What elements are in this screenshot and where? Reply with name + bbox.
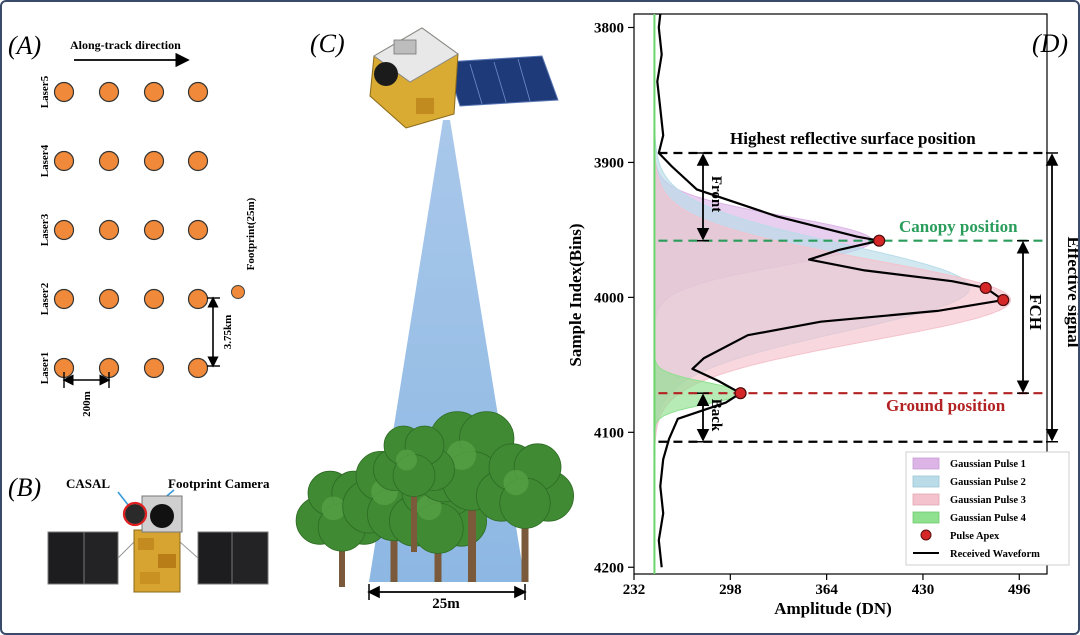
laser-footprint-dot (53, 219, 75, 241)
laser-footprint-dot (187, 81, 209, 103)
panel-c-label: (C) (310, 29, 345, 58)
legend-entry: Pulse Apex (950, 531, 1000, 542)
laser-footprint-grid (53, 81, 209, 379)
forest-canopy (295, 411, 575, 587)
laser-footprint-dot (98, 219, 120, 241)
panel-d-label: (D) (1032, 29, 1068, 58)
satellite-b-illustration (47, 495, 269, 593)
y-tick-label: 3900 (594, 155, 624, 171)
back-label: Back (708, 399, 724, 432)
effective-signal-label: Effective signal (1064, 237, 1078, 348)
satellite-c-illustration (369, 27, 559, 129)
y-tick-label: 4200 (594, 560, 624, 576)
legend-entry: Received Waveform (950, 549, 1040, 560)
laser-label: Laser1 (39, 352, 51, 384)
panel-a-label: (A) (8, 31, 41, 60)
laser-footprint-dot (53, 81, 75, 103)
footprint-width-label: 25m (432, 596, 460, 612)
laser-footprint-dot (187, 150, 209, 172)
front-label: Front (708, 176, 724, 212)
tree (475, 443, 575, 582)
legend-box (905, 451, 1070, 566)
shot-spacing-label: 200m (81, 391, 93, 417)
laser-labels: Laser1 Laser2 Laser3 Laser4 Laser5 (39, 75, 51, 384)
casal-label: CASAL (66, 476, 110, 491)
panel-b: (B) CASAL Footprint Camera (8, 473, 270, 593)
laser-footprint-dot (53, 288, 75, 310)
y-tick-label: 4100 (594, 425, 624, 441)
x-tick-label: 364 (815, 582, 838, 598)
laser-footprint-dot (53, 150, 75, 172)
legend-swatch-apex (920, 529, 932, 541)
pulse-apex-point (873, 234, 886, 247)
x-tick-label: 496 (1008, 582, 1031, 598)
footprint-camera-label: Footprint Camera (168, 476, 270, 491)
laser-footprint-dot (98, 150, 120, 172)
x-tick-label: 298 (719, 582, 742, 598)
legend-entry: Gaussian Pulse 4 (950, 513, 1027, 524)
y-tick-label: 4000 (594, 290, 624, 306)
highest-surface-label: Highest reflective surface position (730, 129, 976, 148)
laser-footprint-dot (143, 288, 165, 310)
ground-position-label: Ground position (886, 396, 1006, 415)
legend-entry: Gaussian Pulse 2 (950, 477, 1026, 488)
laser-footprint-dot (187, 288, 209, 310)
footprint-label: Footprint(25m) (245, 197, 257, 270)
x-tick-label: 232 (623, 582, 646, 598)
along-track-label: Along-track direction (70, 38, 181, 52)
panel-a: (A) Along-track direction Laser1Laser2La… (8, 31, 257, 417)
footprint-dot (231, 285, 245, 299)
tree (373, 425, 455, 552)
casal-highlight-circle (122, 501, 148, 527)
legend-entry: Gaussian Pulse 3 (950, 495, 1026, 506)
panel-b-label: (B) (8, 473, 41, 502)
laser-label: Laser4 (39, 144, 51, 177)
legend-swatch-pulse2 (912, 475, 940, 488)
pulse-apex-point (997, 293, 1010, 307)
chart-legend: Gaussian Pulse 1 Gaussian Pulse 2 Gaussi… (905, 451, 1070, 566)
legend-entry: Gaussian Pulse 1 (950, 459, 1026, 470)
x-axis-title: Amplitude (DN) (774, 599, 892, 618)
legend-swatch-pulse3 (912, 493, 940, 506)
y-tick-label: 3800 (594, 20, 624, 36)
laser-footprint-dot (187, 219, 209, 241)
laser-footprint-dot (98, 81, 120, 103)
laser-label: Laser3 (39, 213, 51, 246)
legend-swatch-pulse4 (912, 511, 940, 524)
pulse-apex-point (734, 387, 747, 400)
fch-label: FCH (1026, 294, 1045, 330)
canopy-position-label: Canopy position (899, 217, 1018, 236)
legend-swatch-pulse1 (912, 457, 940, 470)
laser-footprint-dot (143, 81, 165, 103)
y-axis-title: Sample Index(Bins) (566, 223, 585, 366)
laser-footprint-dot (98, 288, 120, 310)
laser-spacing-label: 3.75km (222, 315, 234, 350)
pulse-apex-point (979, 281, 992, 295)
laser-label: Laser2 (39, 282, 51, 315)
laser-footprint-dot (143, 219, 165, 241)
panel-c: (C) 25m (295, 27, 575, 612)
laser-footprint-dot (143, 357, 165, 379)
laser-label: Laser5 (39, 75, 51, 108)
laser-footprint-dot (143, 150, 165, 172)
laser-footprint-dot (187, 357, 209, 379)
x-tick-label: 430 (912, 582, 935, 598)
